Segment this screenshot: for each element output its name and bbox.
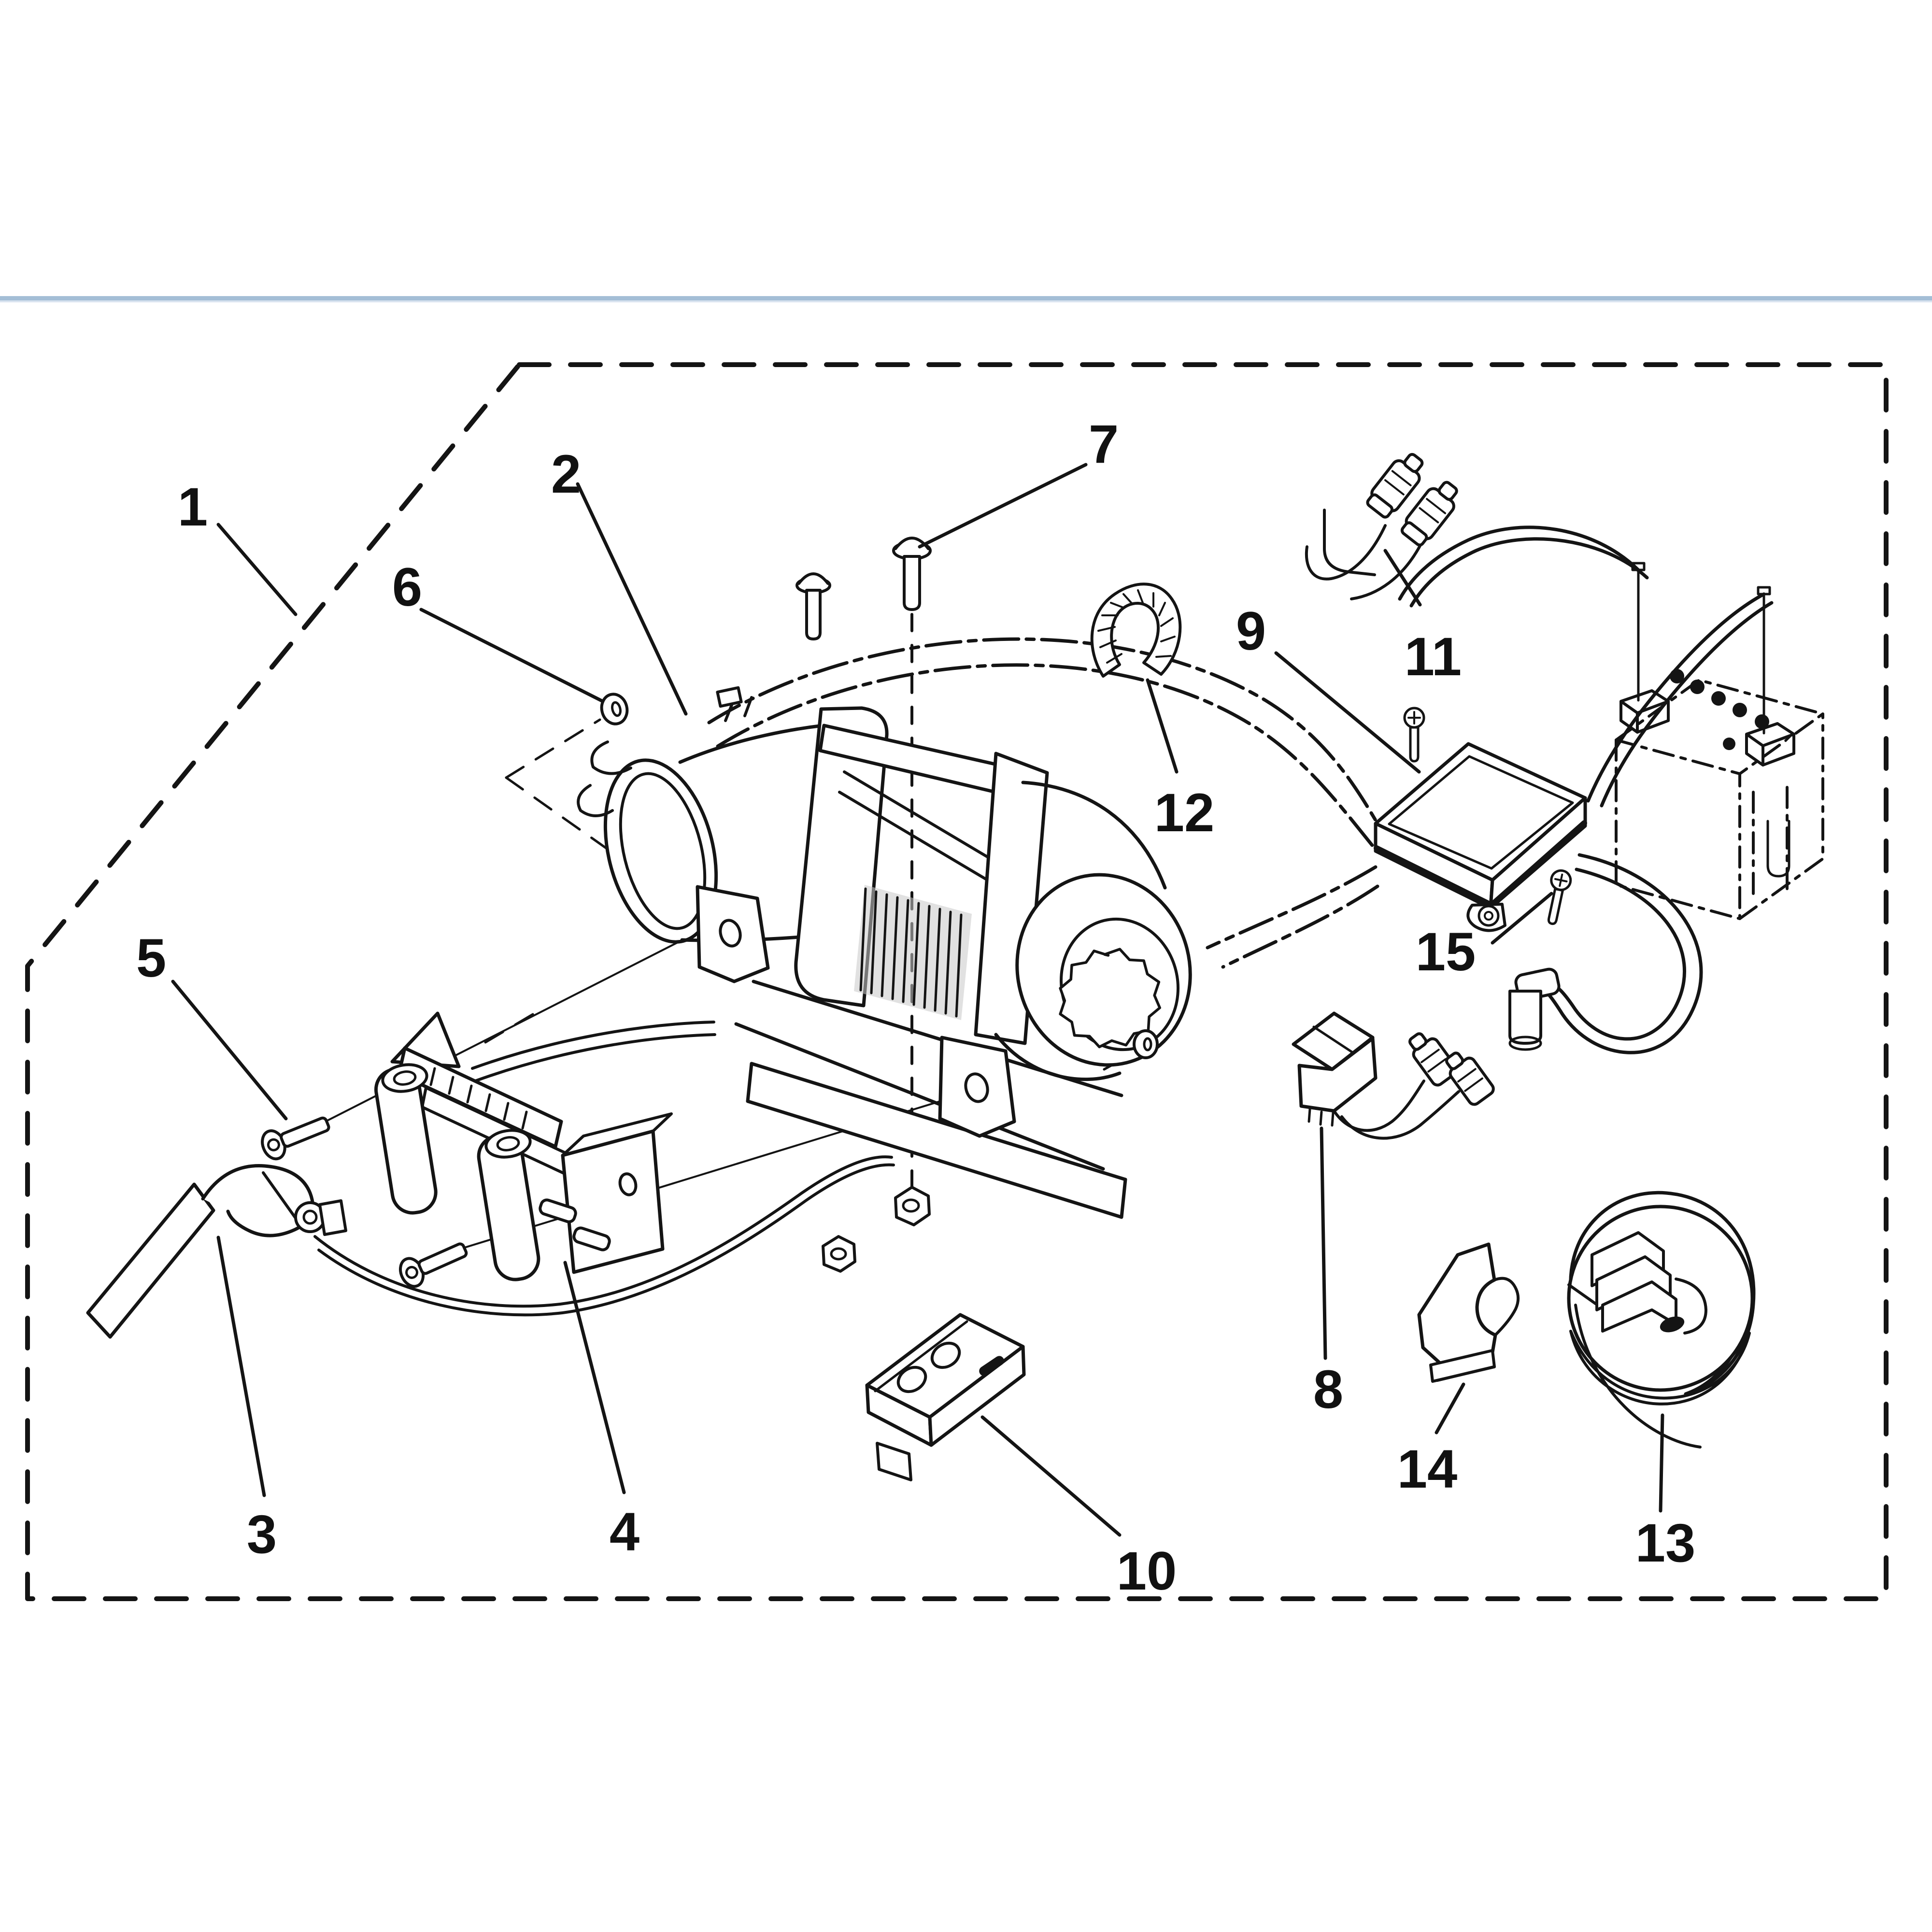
- contactor-box: [1374, 742, 1587, 932]
- leader-9: [1274, 651, 1421, 774]
- wiring-harness: [1305, 453, 1458, 600]
- bolt-5b: [399, 1242, 468, 1288]
- part-label-8: 8: [1313, 1359, 1343, 1420]
- leader-15: [1491, 892, 1553, 945]
- hook-assembly: [86, 1164, 347, 1339]
- leader-4: [563, 1261, 626, 1494]
- part-labels: 1 2 3 4 5 6 7 8 9 10 11 12 13 14 15: [136, 414, 1695, 1601]
- kit-boundary-dashed: [25, 362, 1889, 1601]
- leader-lines: [171, 463, 1664, 1537]
- battery: [1615, 562, 1824, 920]
- part-label-10: 10: [1117, 1541, 1177, 1601]
- part-label-2: 2: [551, 444, 581, 504]
- battery-cables: [1398, 526, 1774, 1054]
- screw-15b: [1547, 869, 1572, 925]
- winch-rope: [313, 1021, 895, 1317]
- part-label-4: 4: [610, 1502, 639, 1562]
- nut-right: [1133, 1029, 1159, 1059]
- part-label-9: 9: [1236, 601, 1266, 661]
- stopper-bracket: [1417, 1242, 1520, 1383]
- leader-11: [1383, 549, 1422, 607]
- leader-6: [419, 608, 605, 703]
- bolt-7: [892, 537, 932, 611]
- bolt-7-small: [796, 572, 831, 640]
- leader-7: [918, 463, 1088, 549]
- leader-2: [576, 482, 688, 716]
- leader-12: [1146, 678, 1179, 774]
- part-label-15: 15: [1416, 922, 1476, 982]
- top-rule: [0, 296, 1932, 302]
- part-label-11: 11: [1405, 626, 1462, 687]
- leader-10: [980, 1415, 1122, 1537]
- winch-assembly: [577, 686, 1192, 1219]
- switch-plate: [865, 1313, 1026, 1481]
- power-lead-connector: [1508, 967, 1561, 1051]
- part-label-3: 3: [247, 1504, 277, 1564]
- part-label-1: 1: [178, 477, 208, 537]
- cable-clamp: [1090, 582, 1182, 678]
- nut-6: [600, 693, 629, 725]
- leader-1: [216, 523, 298, 616]
- part-label-13: 13: [1635, 1513, 1696, 1573]
- part-label-7: 7: [1089, 414, 1119, 474]
- bolt-5a: [261, 1116, 330, 1161]
- leader-3: [216, 1236, 266, 1497]
- leader-5: [171, 980, 288, 1121]
- part-label-14: 14: [1397, 1439, 1458, 1499]
- rocker-switch: [1292, 1011, 1495, 1140]
- leader-13: [1659, 1413, 1664, 1513]
- cable-stopper: [1567, 1191, 1756, 1449]
- leader-14: [1435, 1382, 1465, 1435]
- hex-nut-a: [894, 1186, 931, 1226]
- mount-channel-fairlead: [374, 1011, 673, 1281]
- part-label-6: 6: [392, 557, 422, 617]
- part-label-12: 12: [1154, 782, 1215, 843]
- screw-15a: [1403, 707, 1425, 763]
- leader-8: [1320, 1126, 1327, 1360]
- part-label-5: 5: [136, 928, 166, 988]
- hex-nut-b: [822, 1235, 856, 1273]
